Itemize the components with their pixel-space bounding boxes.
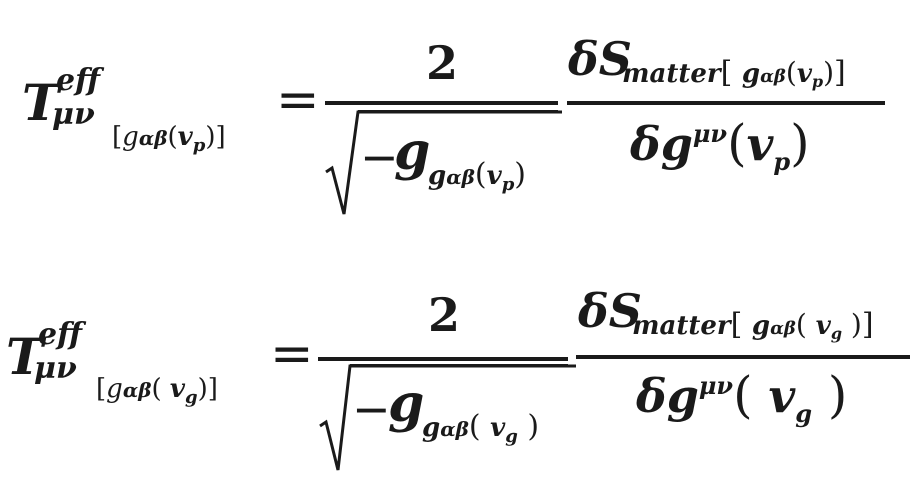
sub-paren-close: ): [514, 157, 526, 192]
paren-close: ): [790, 114, 810, 172]
sub-velocity-sub: g: [505, 426, 518, 447]
sub-metric-g: g: [422, 413, 441, 443]
metric-g: g: [122, 122, 139, 152]
sub-velocity-v: v: [486, 161, 502, 191]
derivative-numerator-subscript: matter[ gαβ( vg )]: [632, 307, 874, 343]
derivative-denominator: δgμν( vg ): [636, 369, 847, 426]
metric-indices: αβ: [138, 126, 168, 150]
metric-indices: αβ: [122, 378, 152, 402]
action-S: S: [608, 284, 642, 338]
lhs-subscript-mu-nu: μν: [52, 97, 95, 132]
radicand-subscript: gαβ( vg ): [422, 409, 540, 446]
paren-open: (: [151, 374, 170, 404]
action-S: S: [598, 32, 632, 86]
derivative-fraction-bar: [567, 101, 885, 105]
velocity-v: v: [746, 117, 774, 171]
sub-paren-open: (: [474, 157, 487, 192]
sub-paren-close: ): [517, 409, 540, 444]
coefficient-fraction-bar: [325, 101, 558, 105]
paren-open: (: [733, 366, 769, 424]
paren-open: (: [167, 122, 178, 152]
lhs-base-T: T: [6, 327, 44, 386]
sub-velocity-v: v: [490, 413, 506, 443]
radical-overline: [358, 110, 558, 113]
paren-open: (: [795, 308, 816, 341]
velocity-sub: p: [192, 135, 206, 156]
lhs-argument: [gαβ(vp)]: [112, 122, 226, 155]
sub-metric-indices: αβ: [440, 417, 469, 441]
derivative-numerator: δS: [568, 36, 632, 82]
derivative-numerator: δS: [578, 288, 642, 334]
velocity-sub: g: [795, 399, 812, 428]
bracket-close: ]: [861, 307, 874, 342]
radical-sign-icon: [319, 364, 576, 471]
radicand-minus: −: [352, 382, 391, 436]
coefficient-numerator: 2: [426, 36, 459, 90]
velocity-v: v: [815, 311, 831, 341]
radicand-g: g: [388, 373, 425, 434]
delta-symbol: δ: [568, 32, 599, 86]
velocity-sub: p: [773, 147, 791, 176]
coefficient-fraction-bar: [318, 357, 568, 361]
equals-sign: =: [276, 70, 320, 130]
bracket-open: [: [720, 55, 742, 90]
equals-sign: =: [270, 324, 314, 384]
metric-superscript: μν: [698, 371, 734, 400]
bracket-close: ]: [834, 55, 846, 90]
metric-g: g: [660, 117, 693, 171]
sub-paren-open: (: [468, 409, 491, 444]
matter-label: matter: [632, 311, 731, 341]
paren-close: ): [823, 56, 835, 89]
bracket-open: [: [96, 374, 107, 404]
metric-g: g: [751, 311, 771, 341]
radicand-subscript: gαβ(vp): [428, 157, 526, 194]
lhs-subscript-mu-nu: μν: [34, 351, 77, 386]
sub-metric-indices: αβ: [446, 165, 475, 189]
derivative-numerator-subscript: matter[ gαβ(vp)]: [622, 55, 846, 91]
delta-symbol: δ: [636, 369, 667, 423]
metric-indices: αβ: [770, 318, 796, 339]
paren-close: ): [197, 374, 208, 404]
velocity-sub: g: [185, 387, 198, 408]
bracket-close: ]: [207, 374, 218, 404]
radical-overline: [350, 364, 568, 367]
velocity-v: v: [177, 122, 193, 152]
coefficient-numerator: 2: [428, 288, 461, 342]
velocity-v: v: [768, 369, 796, 423]
velocity-sub: p: [811, 72, 824, 91]
velocity-v: v: [796, 59, 812, 89]
lhs-superscript-eff: eff: [56, 63, 100, 98]
lhs-argument: [gαβ( vg)]: [96, 374, 218, 407]
derivative-denominator: δgμν(vp): [630, 117, 810, 174]
radicand-minus: −: [360, 130, 399, 184]
metric-indices: αβ: [760, 66, 786, 87]
metric-superscript: μν: [692, 119, 728, 148]
velocity-v: v: [169, 374, 186, 404]
metric-g: g: [666, 369, 699, 423]
delta-symbol: δ: [578, 284, 609, 338]
metric-g: g: [741, 59, 761, 89]
metric-g: g: [106, 374, 123, 404]
paren-open: (: [785, 56, 797, 89]
bracket-open: [: [112, 122, 123, 152]
bracket-open: [: [730, 307, 752, 342]
velocity-sub: g: [830, 324, 842, 343]
matter-label: matter: [622, 59, 721, 89]
derivative-fraction-bar: [576, 355, 910, 359]
equation-vp: T eff μν [gαβ(vp)] = 2 − g gαβ(vp) δS ma…: [0, 0, 921, 247]
radical-sign-icon: [325, 110, 562, 215]
paren-close: ): [842, 308, 862, 341]
equation-vg: T eff μν [gαβ( vg)] = 2 − g gαβ( vg ) δS…: [0, 256, 921, 503]
paren-open: (: [727, 114, 747, 172]
sub-velocity-sub: p: [501, 174, 515, 195]
radicand-g: g: [394, 121, 431, 182]
bracket-close: ]: [215, 122, 226, 152]
delta-symbol: δ: [630, 117, 661, 171]
lhs-superscript-eff: eff: [38, 317, 82, 352]
paren-close: ): [205, 122, 216, 152]
sub-metric-g: g: [428, 161, 447, 191]
paren-close: ): [812, 366, 848, 424]
lhs-base-T: T: [22, 73, 60, 132]
